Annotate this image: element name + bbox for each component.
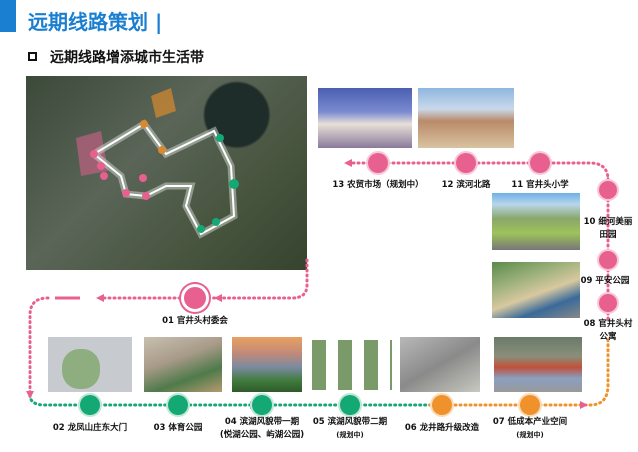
stop-09-marker[interactable] — [599, 251, 617, 269]
stop-02-marker[interactable] — [80, 395, 100, 415]
stop-13-label: 13 农贸市场（规划中） — [332, 180, 424, 190]
photo-04-lake — [232, 337, 302, 392]
stop-06-label: 06 龙井路升级改造 — [404, 423, 480, 433]
stop-08-marker[interactable] — [599, 294, 617, 312]
stop-08-label: 08 官井头村公寓 — [583, 319, 633, 342]
section-subtitle: 远期线路增添城市生活带 — [50, 50, 204, 66]
stop-13-marker[interactable] — [368, 153, 388, 173]
stop-12-marker[interactable] — [456, 153, 476, 173]
stop-05-marker[interactable] — [340, 395, 360, 415]
page-title: 远期线路策划 | — [28, 10, 163, 34]
title-accent-bar — [0, 0, 16, 32]
photo-10-field — [492, 193, 580, 250]
stop-03-marker[interactable] — [168, 395, 188, 415]
route-satellite-map — [26, 76, 307, 270]
stop-09-label: 09 平安公园 — [580, 276, 630, 286]
stop-07-marker[interactable] — [520, 395, 540, 415]
stop-01-label: 01 官井头村委会 — [162, 316, 228, 326]
photo-03-sports-park — [144, 337, 222, 392]
stop-03-label: 03 体育公园 — [153, 423, 203, 433]
stop-04-label: 04 滨湖风貌带一期(悦湖公园、屿湖公园) — [219, 417, 305, 440]
stop-10-label: 10 细河美丽田园 — [583, 217, 633, 240]
photo-05-grid — [312, 340, 392, 390]
stop-11-label: 11 官井头小学 — [511, 180, 569, 190]
photo-13-market — [318, 88, 412, 148]
photo-07-industrial — [494, 337, 582, 392]
stop-07-label: 07 低成本产业空间(规划中) — [492, 417, 568, 439]
photo-06-longjing-road — [400, 337, 480, 392]
bullet-square-icon — [28, 52, 37, 61]
stop-01-marker[interactable] — [181, 284, 209, 312]
stop-02-label: 02 龙凤山庄东大门 — [52, 423, 128, 433]
photo-09-park — [492, 262, 580, 318]
stop-12-label: 12 滨河北路 — [441, 180, 491, 190]
photo-12-binhe-road — [418, 88, 514, 148]
stop-06-marker[interactable] — [432, 395, 452, 415]
stop-10-marker[interactable] — [599, 181, 617, 199]
stop-04-marker[interactable] — [252, 395, 272, 415]
stop-11-marker[interactable] — [530, 153, 550, 173]
map-route-overlay — [76, 88, 239, 239]
photo-02-plan — [48, 337, 132, 392]
stop-05-label: 05 滨湖风貌带二期(规划中) — [312, 417, 388, 439]
